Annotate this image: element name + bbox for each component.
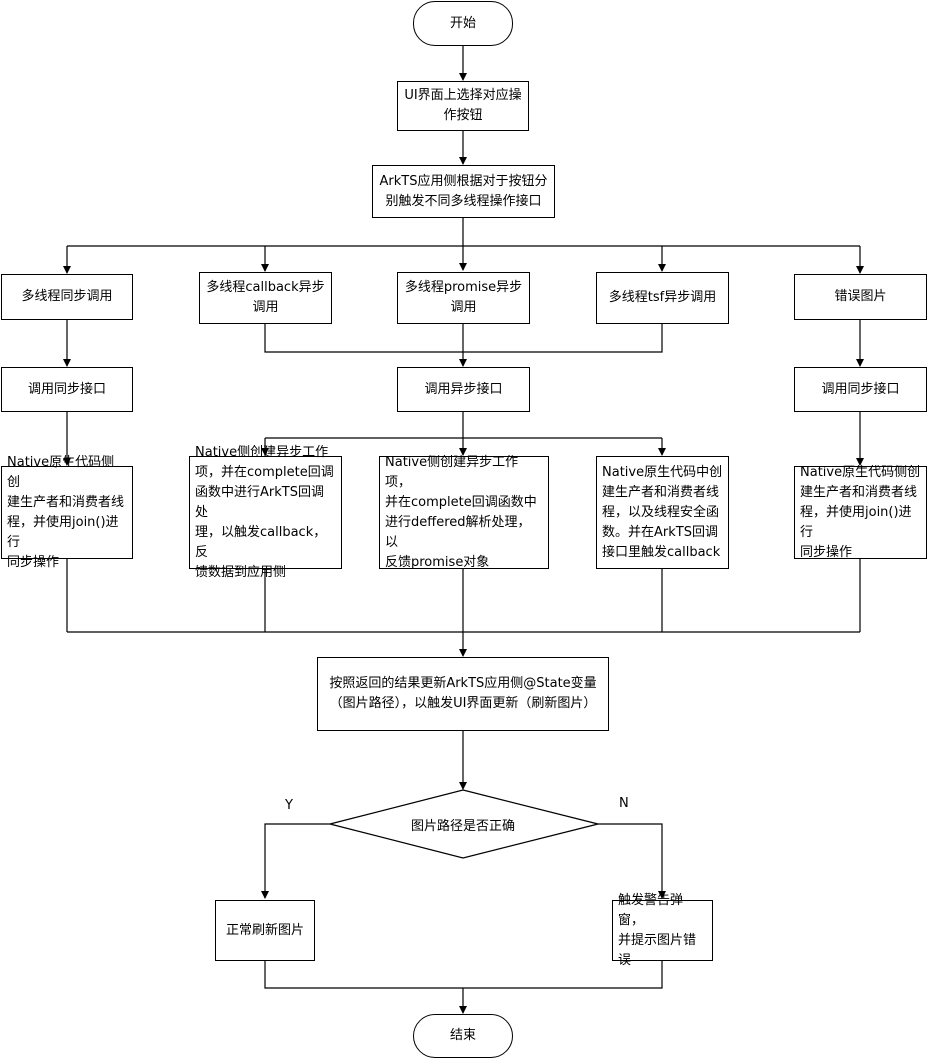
native-callback: Native侧创建异步工作 项，并在complete回调 函数中进行ArkTS回…	[189, 445, 342, 580]
no-label: N	[619, 796, 629, 811]
option-tsf-async: 多线程tsf异步调用	[596, 272, 729, 324]
no-branch	[598, 823, 666, 899]
end-node: 结束	[413, 1014, 513, 1058]
refresh-image-step: 正常刷新图片	[215, 900, 315, 961]
yes-branch	[261, 823, 330, 899]
select-button-step: UI界面上选择对应操 作按钮	[397, 81, 529, 131]
call-async-interface: 调用异步接口	[397, 367, 530, 412]
option-promise-async: 多线程promise异步 调用	[397, 272, 530, 324]
yes-label: Y	[285, 798, 293, 813]
call-sync-interface-right: 调用同步接口	[794, 367, 927, 412]
decision-label: 图片路径是否正确	[410, 819, 515, 834]
start-node: 开始	[413, 1, 513, 46]
option-callback-async: 多线程callback异步 调用	[199, 272, 332, 324]
error-popup-step: 触发警告弹窗， 并提示图片错误	[612, 893, 713, 968]
native-sync-left: Native原生代码侧创 建生产者和消费者线 程，并使用join()进行 同步操…	[1, 455, 133, 570]
update-state-step: 按照返回的结果更新ArkTS应用侧@State变量 （图片路径），以触发UI界面…	[317, 657, 609, 731]
dispatch-step: ArkTS应用侧根据对于按钮分 别触发不同多线程操作接口	[372, 165, 555, 218]
option-sync-call: 多线程同步调用	[1, 274, 133, 320]
decision-diamond	[329, 789, 599, 859]
call-sync-interface-left: 调用同步接口	[1, 367, 133, 412]
option-error-image: 错误图片	[794, 274, 927, 320]
native-promise: Native侧创建异步工作项， 并在complete回调函数中 进行deffer…	[379, 455, 549, 570]
native-tsf: Native原生代码中创 建生产者和消费者线 程，以及线程安全函 数。并在Ark…	[596, 456, 729, 569]
native-sync-right: Native原生代码侧创 建生产者和消费者线 程，并使用join()进行 同步操…	[794, 465, 927, 560]
